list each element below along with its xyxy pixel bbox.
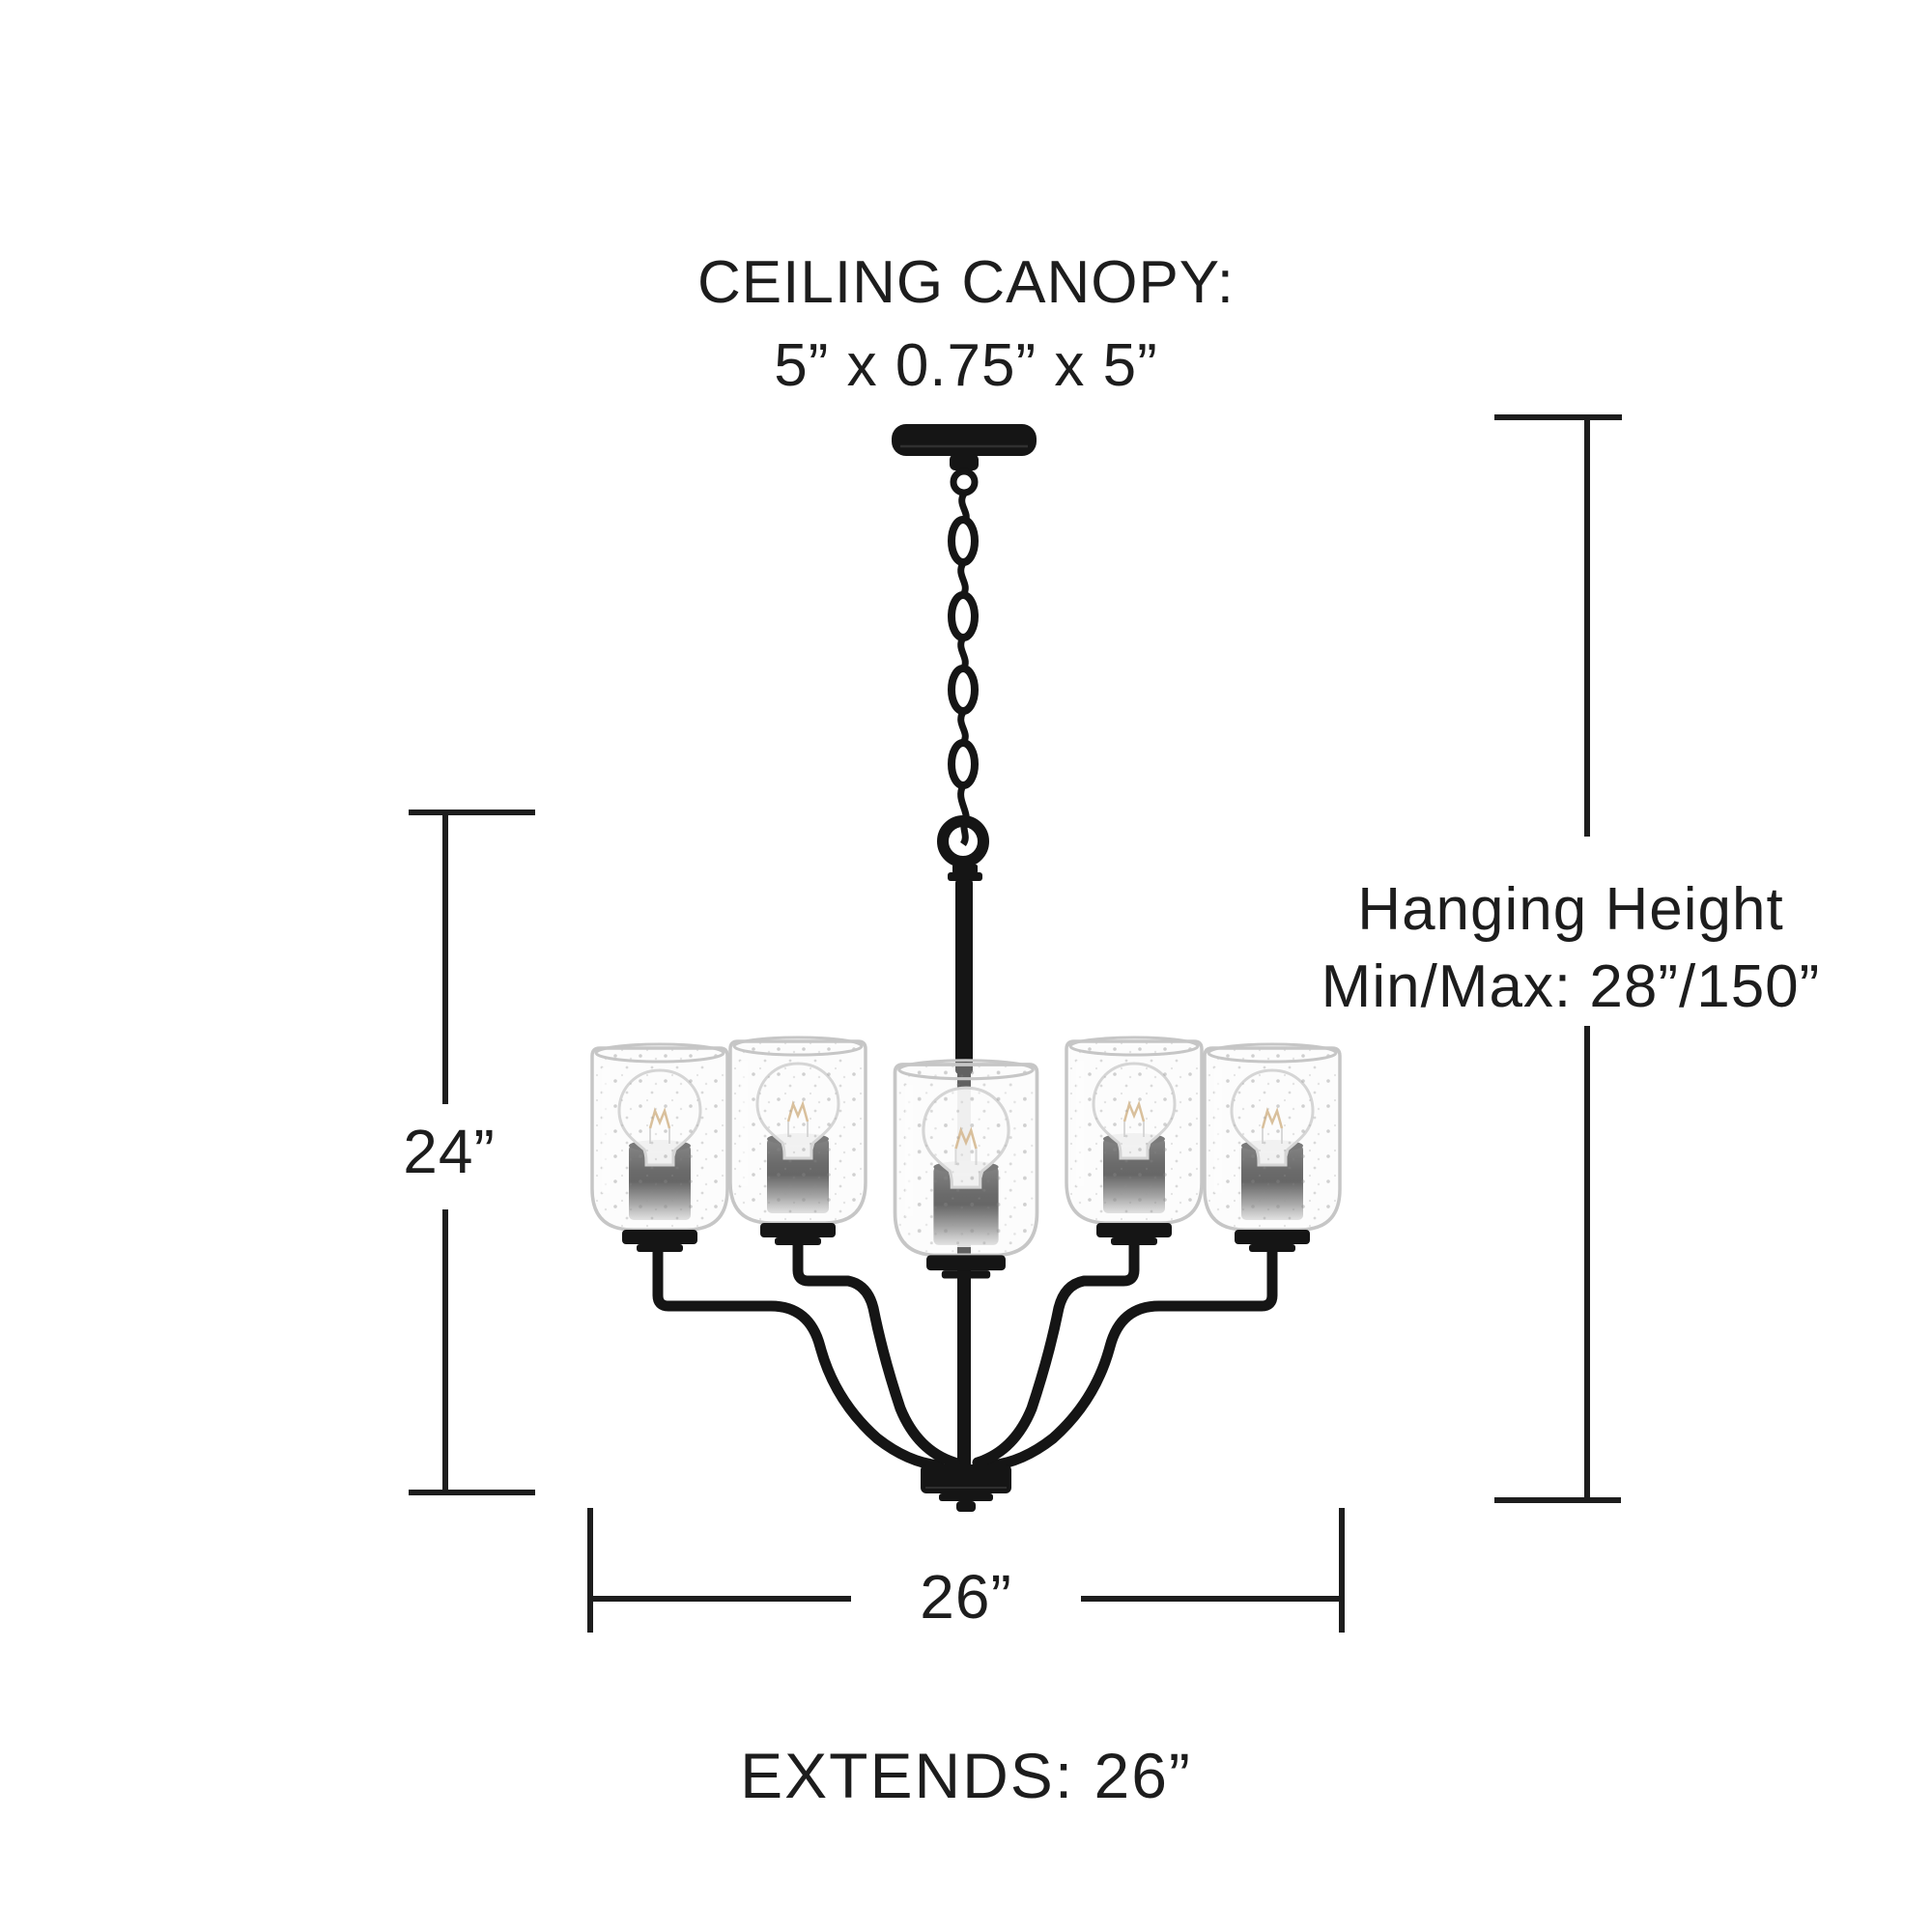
arm-outer-left: [652, 1243, 945, 1471]
light-5-outer-right: [1205, 1044, 1340, 1252]
hanging-height-dimension-line: [1494, 414, 1622, 1503]
width-dimension-line-26in: [587, 1508, 1345, 1633]
ceiling-canopy: [892, 424, 1037, 497]
arm-inner-left: [792, 1236, 960, 1468]
light-3-center: [895, 1061, 1037, 1279]
light-4-inner-right: [1066, 1037, 1202, 1245]
suspension-chain: [948, 492, 979, 831]
hanging-height-label: Hanging Height Min/Max: 28”/150”: [1321, 871, 1821, 1026]
light-2-inner-left: [730, 1037, 866, 1245]
hanging-ring: [937, 813, 989, 881]
extends-label: EXTENDS: 26”: [740, 1740, 1192, 1811]
bottom-hub-finial: [921, 1464, 1011, 1512]
light-1-outer-left: [592, 1044, 727, 1252]
hanging-height-line1: Hanging Height: [1357, 876, 1784, 943]
height-dimension-line-24in: [409, 810, 535, 1495]
canopy-size-line2: 5” x 0.75” x 5”: [774, 332, 1158, 399]
canopy-size-label: CEILING CANOPY: 5” x 0.75” x 5”: [697, 242, 1235, 408]
fixture-width-label: 26”: [920, 1562, 1012, 1632]
canopy-size-line1: CEILING CANOPY:: [697, 249, 1235, 316]
hanging-height-line2: Min/Max: 28”/150”: [1321, 953, 1821, 1020]
arm-inner-right: [972, 1236, 1140, 1468]
chandelier-arms: [652, 1236, 1278, 1471]
canopy-loop: [950, 468, 979, 497]
fixture-height-label: 24”: [403, 1117, 496, 1186]
arm-outer-right: [985, 1243, 1278, 1471]
